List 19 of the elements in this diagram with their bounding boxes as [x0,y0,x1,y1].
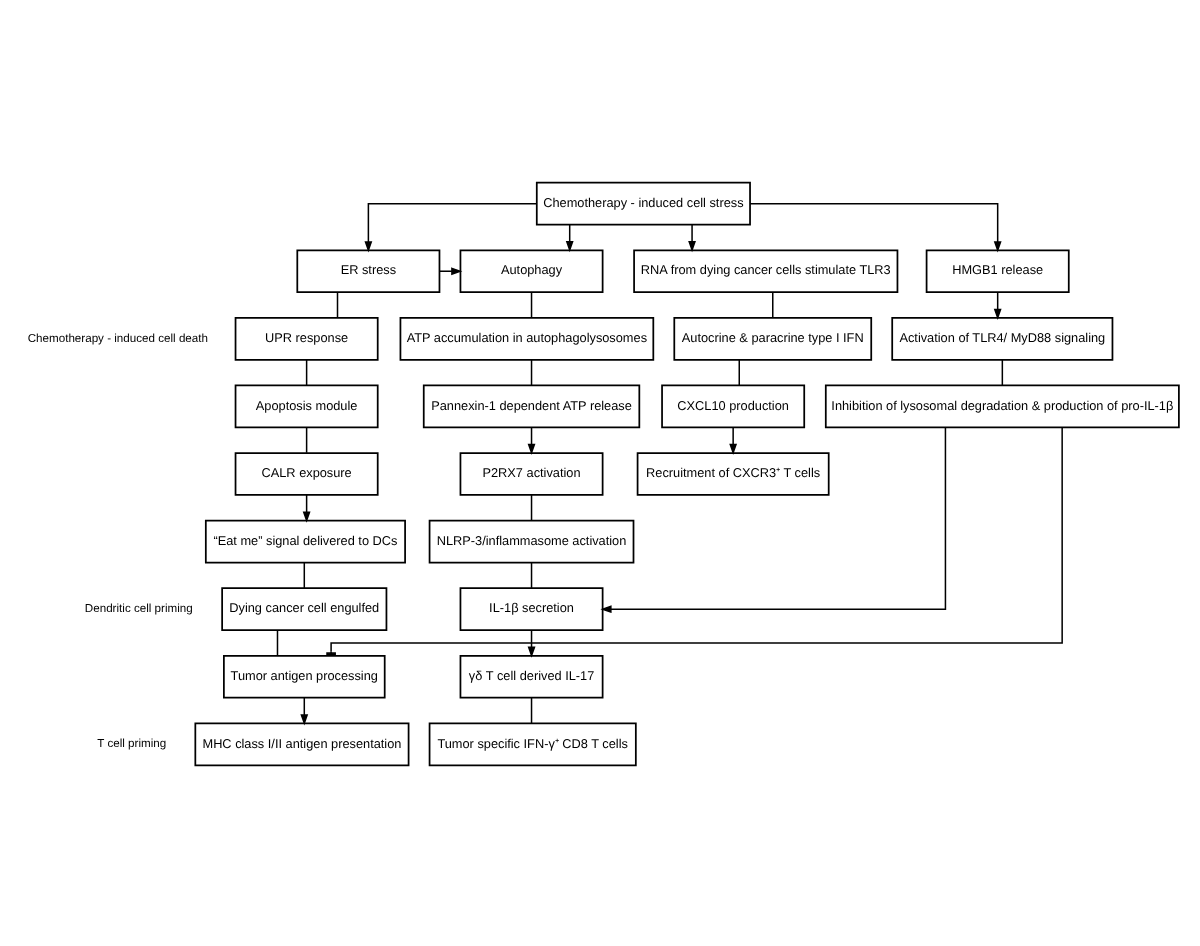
connector [1001,358,1004,385]
connector [303,560,306,588]
connector [530,696,533,723]
connector [530,290,533,318]
connector [530,358,533,385]
connector [305,425,308,453]
connector [738,358,740,385]
arrow [364,201,538,252]
arrow [749,201,1002,252]
arrow [688,222,696,252]
arrow [729,425,738,455]
connector [305,358,308,385]
connector [530,560,533,588]
connector [772,290,774,318]
connector [530,493,533,521]
arrow [439,266,463,275]
connector [276,628,279,656]
connector [336,290,339,318]
arrow [600,425,947,613]
